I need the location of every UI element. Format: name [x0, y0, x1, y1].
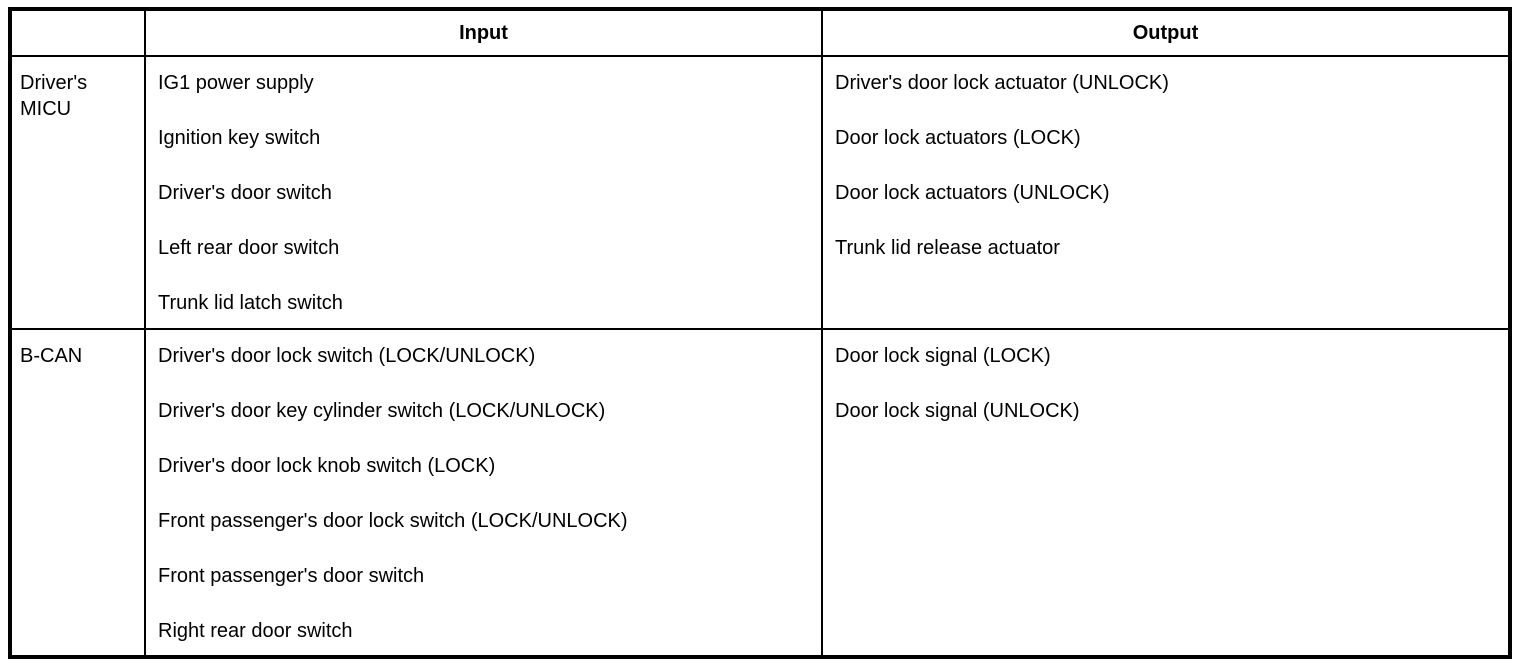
output-cell-drivers-micu: Driver's door lock actuator (UNLOCK) Doo… — [821, 55, 1511, 330]
row-label-b-can: B-CAN — [9, 328, 146, 658]
table-row-drivers-micu: Driver's MICU IG1 power supply Ignition … — [9, 55, 1511, 330]
input-item: Driver's door key cylinder switch (LOCK/… — [158, 400, 606, 422]
input-list: Driver's door lock switch (LOCK/UNLOCK) … — [158, 343, 811, 644]
header-row: Input Output — [9, 8, 1511, 57]
output-item: Door lock signal (LOCK) — [835, 345, 1051, 367]
output-item: Door lock actuators (UNLOCK) — [835, 182, 1110, 204]
input-cell-b-can: Driver's door lock switch (LOCK/UNLOCK) … — [144, 328, 823, 658]
input-item: Driver's door lock knob switch (LOCK) — [158, 455, 496, 477]
column-header-output: Output — [821, 8, 1511, 57]
input-item: Ignition key switch — [158, 127, 321, 149]
input-item: Right rear door switch — [158, 620, 353, 642]
input-item: Front passenger's door switch — [158, 565, 425, 587]
column-header-source — [9, 8, 146, 57]
output-item: Driver's door lock actuator (UNLOCK) — [835, 72, 1169, 94]
output-item: Door lock signal (UNLOCK) — [835, 400, 1080, 422]
input-list: IG1 power supply Ignition key switch Dri… — [158, 70, 811, 316]
output-item: Trunk lid release actuator — [835, 237, 1060, 259]
output-list: Driver's door lock actuator (UNLOCK) Doo… — [835, 70, 1498, 261]
input-item: Front passenger's door lock switch (LOCK… — [158, 510, 628, 532]
input-item: Driver's door switch — [158, 182, 332, 204]
row-label-drivers-micu: Driver's MICU — [9, 55, 146, 330]
input-item: IG1 power supply — [158, 72, 314, 94]
input-item: Left rear door switch — [158, 237, 340, 259]
output-list: Door lock signal (LOCK) Door lock signal… — [835, 343, 1498, 424]
column-header-input: Input — [144, 8, 823, 57]
output-cell-b-can: Door lock signal (LOCK) Door lock signal… — [821, 328, 1511, 658]
input-item: Trunk lid latch switch — [158, 292, 343, 314]
table-row-b-can: B-CAN Driver's door lock switch (LOCK/UN… — [9, 328, 1511, 658]
output-item: Door lock actuators (LOCK) — [835, 127, 1081, 149]
io-table: Input Output Driver's MICU IG1 power sup… — [8, 7, 1512, 659]
input-item: Driver's door lock switch (LOCK/UNLOCK) — [158, 345, 536, 367]
input-cell-drivers-micu: IG1 power supply Ignition key switch Dri… — [144, 55, 823, 330]
